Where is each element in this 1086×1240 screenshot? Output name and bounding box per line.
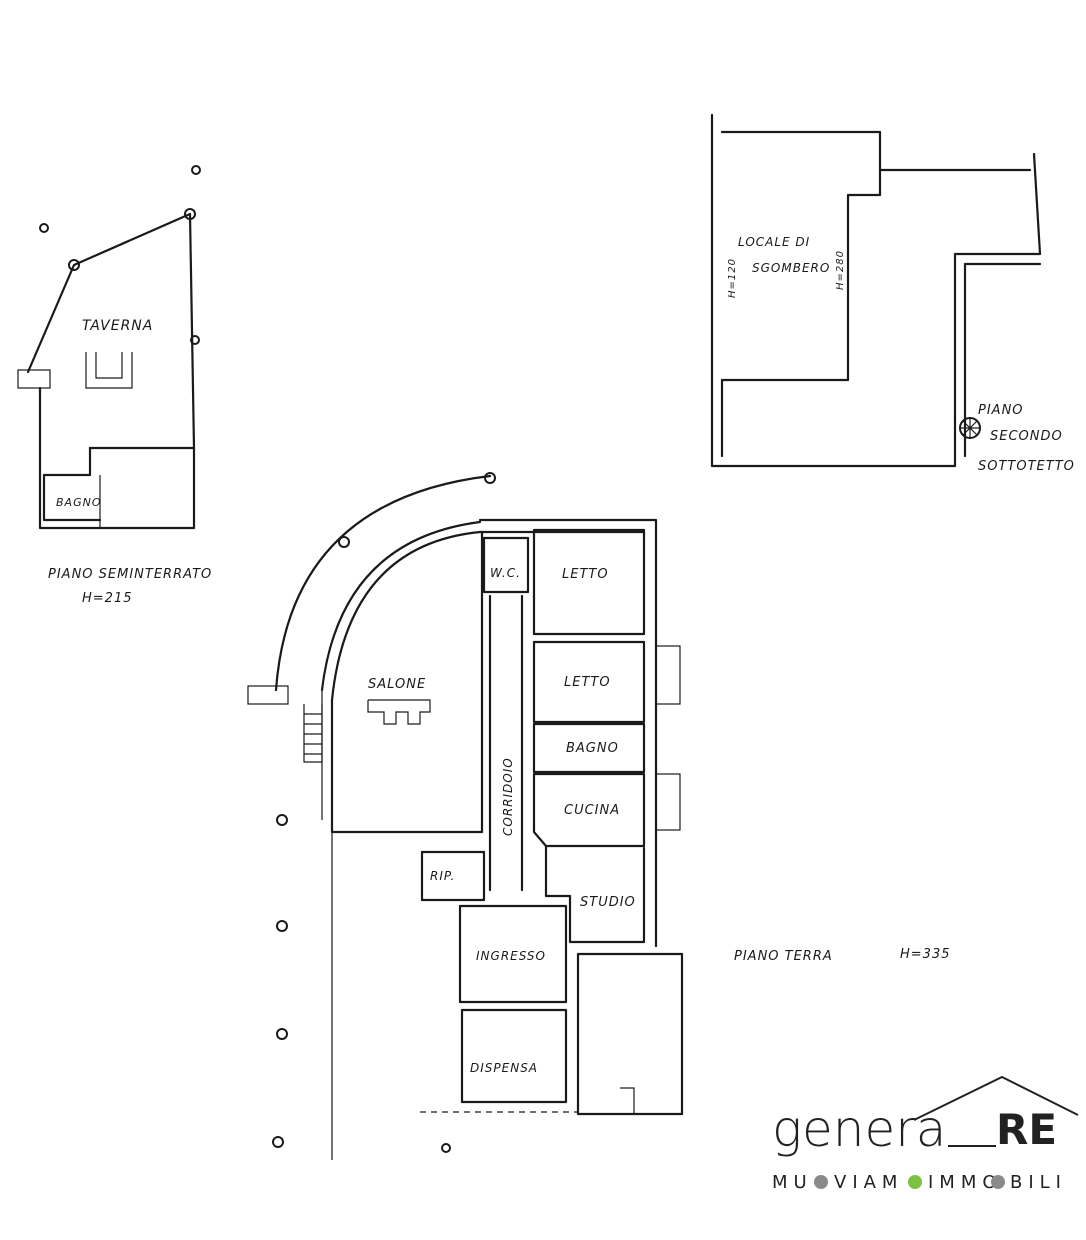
attic-title-line2: SECONDO	[990, 429, 1063, 444]
brand-logo: genera RE MU VIAM IMMO BILI	[772, 1075, 1079, 1193]
attic-h-left: H=120	[727, 258, 738, 298]
logo-dot-gray-2	[991, 1175, 1005, 1189]
attic-title-line1: PIANO	[978, 403, 1024, 418]
logo-dot-green	[908, 1175, 922, 1189]
attic-room-line1: LOCALE DI	[738, 235, 810, 249]
logo-tagline-3: IMMO	[928, 1172, 1003, 1193]
room-taverna: TAVERNA	[82, 318, 153, 334]
room-studio: STUDIO	[580, 895, 636, 910]
attic-title-line3: SOTTOTETTO	[978, 459, 1075, 474]
basement-title: PIANO SEMINTERRATO	[48, 567, 212, 582]
room-letto-1: LETTO	[562, 567, 609, 582]
ground-plan: W.C. LETTO LETTO BAGNO CUCINA STUDIO SAL…	[247, 472, 950, 1160]
attic-room-line2: SGOMBERO	[752, 261, 830, 275]
room-cucina: CUCINA	[564, 803, 620, 818]
room-dispensa: DISPENSA	[470, 1061, 538, 1075]
room-rip: RIP.	[430, 869, 455, 883]
room-salone: SALONE	[368, 677, 426, 692]
room-letto-2: LETTO	[564, 675, 611, 690]
ground-height: H=335	[900, 947, 950, 962]
room-wc: W.C.	[490, 566, 521, 580]
room-bagno-basement: BAGNO	[56, 496, 101, 509]
room-ingresso: INGRESSO	[476, 949, 546, 963]
room-bagno: BAGNO	[566, 741, 619, 756]
basement-height: H=215	[82, 591, 132, 606]
ground-title: PIANO TERRA	[734, 949, 833, 964]
logo-tagline-1: MU	[772, 1172, 813, 1193]
attic-h-right: H=280	[835, 250, 846, 290]
room-corridoio: CORRIDOIO	[501, 757, 515, 836]
logo-brand-light: genera	[772, 1100, 946, 1158]
basement-plan: TAVERNA BAGNO PIANO SEMINTERRATO H=215	[17, 165, 212, 606]
logo-brand-bold: RE	[996, 1105, 1057, 1154]
logo-dot-gray-1	[814, 1175, 828, 1189]
logo-tagline-2: VIAM	[834, 1172, 903, 1193]
attic-plan: LOCALE DI SGOMBERO H=120 H=280 PIANO SEC…	[710, 113, 1075, 474]
logo-tagline-4: BILI	[1010, 1172, 1067, 1193]
